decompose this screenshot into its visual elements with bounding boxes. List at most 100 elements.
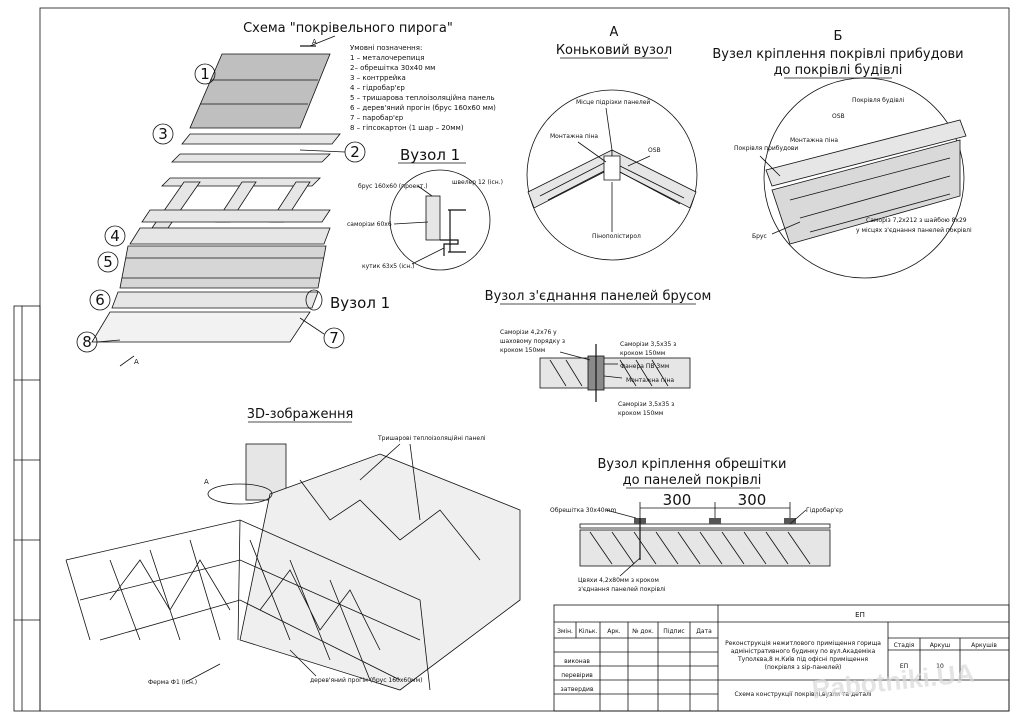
batten-section	[579, 518, 831, 567]
callout-3: 3	[158, 125, 168, 143]
joint-section	[539, 344, 691, 402]
annex-label-screw-2: у місцях з'єднання панелей покрівлі	[856, 227, 972, 234]
batten-dim-2: 300	[738, 491, 767, 509]
node1-label-angle: кутик 63х5 (існ.)	[362, 263, 415, 270]
row-checked: перевірив	[561, 672, 593, 679]
ridge-label-cut: Місце підрізки панелей	[576, 99, 650, 106]
project-line-1: Реконструкція нежитлового приміщення гор…	[725, 640, 881, 647]
sheet-frame	[39, 7, 1010, 712]
joint-right-6: кроком 150мм	[618, 410, 663, 417]
sheet-head: Аркуш	[930, 642, 951, 649]
side-stamp	[13, 305, 41, 712]
project-line-2: адміністративного будинку по вул.Академі…	[731, 648, 876, 655]
title-block	[553, 604, 1010, 712]
roof-legend: Умовні позначення: 1 – металочерепиця 2–…	[350, 44, 496, 132]
project-line-4: (покрівля з sip-панелей)	[765, 664, 842, 671]
sheets-head: Аркушів	[971, 642, 997, 649]
callout-5: 5	[103, 253, 113, 271]
section-mark-top: А	[312, 38, 317, 46]
node1-circle	[389, 169, 491, 271]
annex-title-2: до покрівлі будівлі	[774, 63, 903, 78]
joint-right-3: Фанера ПВ 3мм	[620, 363, 669, 370]
view3d-title: 3D-зображення	[247, 407, 354, 422]
ridge-label-osb: OSB	[648, 147, 661, 154]
node1-label-beam: брус 160х60 (проект.)	[358, 183, 428, 190]
joint-left-1: Саморізи 4,2х76 у	[500, 329, 557, 336]
legend-item-8: 8 – гіпсокартон (1 шар – 20мм)	[350, 124, 464, 132]
batten-title-2: до панелей покрівлі	[623, 473, 762, 488]
callout-1: 1	[200, 65, 210, 83]
batten-dim-1: 300	[663, 491, 692, 509]
callout-8: 8	[82, 333, 92, 351]
stage-head: Стадія	[894, 642, 915, 649]
node1-label-screws: саморізи 60х6	[347, 221, 392, 228]
annex-circle	[763, 77, 965, 279]
head-sign: Підпис	[663, 628, 684, 635]
joint-left-2: шаховому порядку з	[500, 338, 565, 345]
title-block-code: ЕП	[855, 611, 865, 619]
callout-7: 7	[329, 329, 339, 347]
joint-right-4: Монтажна піна	[626, 377, 674, 384]
ridge-label-eps: Пінополістирол	[592, 233, 641, 240]
node1-label-channel: швелер 12 (існ.)	[452, 179, 503, 186]
legend-item-3: 3 – контррейка	[350, 74, 406, 82]
annex-panels	[765, 119, 967, 245]
legend-item-4: 4 – гідробар'єр	[350, 84, 405, 92]
annex-letter: Б	[834, 29, 843, 44]
node1-title: Вузол 1	[400, 146, 460, 164]
layer-callouts: 1 3 2 4 5 6 7 8 Вузол 1 А	[76, 63, 390, 367]
batten-label-nails-2: з'єднання панелей покрівлі	[578, 586, 666, 593]
node1-beam	[425, 195, 441, 241]
view3d-label-a: А	[204, 478, 209, 486]
batten-label-nails: Цвяхи 4,2х80мм з кроком	[578, 577, 659, 584]
legend-item-7: 7 – паробар'єр	[350, 114, 404, 122]
annex-label-osb: OSB	[832, 113, 845, 120]
stage-value: ЕП	[900, 663, 908, 670]
joint-right-5: Саморізи 3,5х35 з	[618, 401, 674, 408]
view3d-label-purlin: дерев'яний прогін (брус 160х60мм)	[310, 677, 422, 684]
annex-title-1: Вузел кріплення покрівлі прибудови	[712, 47, 963, 62]
joint-right-2: кроком 150мм	[620, 350, 665, 357]
ridge-letter: А	[610, 25, 619, 40]
head-date: Дата	[696, 628, 712, 635]
batten-label-lath: Обрешітка 30х40mm	[550, 507, 616, 514]
legend-item-5: 5 – тришарова теплоізоляційна панель	[350, 94, 495, 102]
annex-label-annex-roof: Покрівля прибудови	[734, 145, 798, 152]
annex-label-foam: Монтажна піна	[790, 137, 838, 144]
annex-label-roof: Покрівля будівлі	[852, 97, 905, 104]
ridge-label-foam: Монтажна піна	[550, 133, 598, 140]
ridge-circle	[526, 89, 698, 261]
joint-title: Вузол з'єднання панелей брусом	[485, 289, 712, 304]
annex-label-beam: Брус	[752, 233, 767, 240]
project-line-3: Туполєва,8 м.Київ під офісні приміщення	[737, 656, 868, 663]
ridge-panels	[527, 149, 697, 209]
view3d-drawing	[65, 443, 521, 691]
roof-layers	[91, 53, 341, 343]
batten-label-hydro: Гідробар'єр	[806, 507, 843, 514]
joint-right-1: Саморізи 3,5х35 з	[620, 341, 676, 348]
legend-item-2: 2– обрешітка 30х40 мм	[350, 64, 435, 72]
head-ark: Арк.	[607, 628, 621, 635]
callout-2: 2	[350, 143, 360, 161]
sheet-value: 10	[936, 663, 944, 670]
head-doc: № док.	[632, 628, 654, 635]
ridge-title: Коньковий вузол	[556, 43, 672, 58]
annex-label-screw: Саморіз 7,2х212 з шайбою 8х29	[866, 217, 967, 224]
legend-item-1: 1 – металочерепиця	[350, 54, 424, 62]
sheet-title: Схема конструкції покрівлі,вузли та дета…	[734, 691, 871, 698]
node1-ref: Вузол 1	[330, 294, 390, 312]
callout-4: 4	[110, 227, 120, 245]
row-approved: затвердив	[561, 686, 594, 693]
callout-6: 6	[95, 291, 105, 309]
section-mark-bottom: А	[134, 358, 139, 366]
row-executed: виконав	[564, 658, 590, 665]
batten-title-1: Вузол кріплення обрешітки	[598, 457, 787, 472]
legend-title: Умовні позначення:	[350, 44, 422, 52]
legend-item-6: 6 – дерев'яний прогін (брус 160х60 мм)	[350, 104, 496, 112]
view3d-label-truss: Ферма Ф1 (існ.)	[148, 679, 197, 686]
head-zmin: Змін.	[557, 628, 573, 635]
head-kilk: Кільк.	[579, 628, 598, 635]
roof-scheme-title: Схема "покрівельного пирога"	[243, 21, 453, 36]
